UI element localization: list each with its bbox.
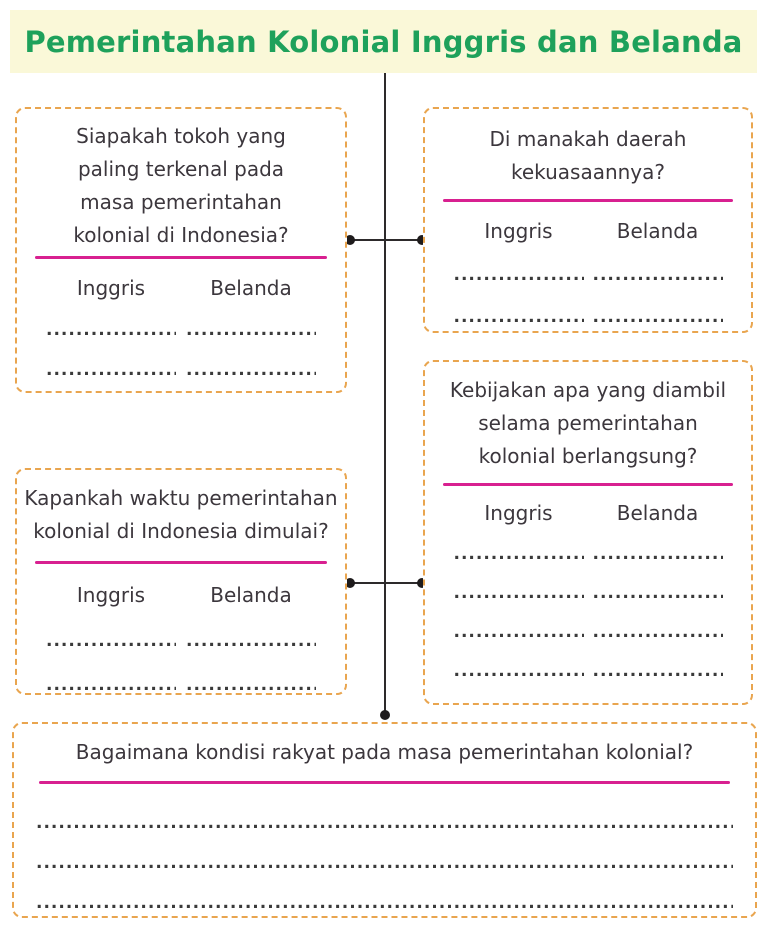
answer-blank: ...................................... <box>592 544 723 564</box>
column-header-inggris: Inggris <box>484 219 553 243</box>
question-text: Siapakah tokoh yang paling terkenal pada… <box>73 124 289 247</box>
answer-blank: ...................................... <box>592 622 723 642</box>
pink-divider-line <box>443 483 733 486</box>
answer-blank: ...................................... <box>453 265 584 285</box>
answer-blank: ...................................... <box>453 622 584 642</box>
column-header-inggris: Inggris <box>76 583 146 607</box>
column-header-belanda: Belanda <box>210 276 292 300</box>
question-text: Di manakah daerah kekuasaannya? <box>489 127 687 184</box>
answer-blank-full-width: ........................................… <box>36 813 733 833</box>
answer-columns: Inggris Belanda ........................… <box>425 501 751 681</box>
column-header-inggris: Inggris <box>484 501 553 525</box>
column-header-belanda: Belanda <box>210 583 292 607</box>
page-title: Pemerintahan Kolonial Inggris dan Beland… <box>24 24 743 59</box>
answer-blank: ...................................... <box>453 583 584 603</box>
question-box-kebijakan: Kebijakan apa yang diambil selama pemeri… <box>423 360 753 705</box>
answer-blank: ...................................... <box>46 675 176 695</box>
answer-blank: ...................................... <box>453 307 584 327</box>
question-box-tokoh: Siapakah tokoh yang paling terkenal pada… <box>15 107 347 393</box>
pink-divider-line <box>35 561 327 564</box>
answer-blank: ...................................... <box>186 675 316 695</box>
connector-line-top <box>348 239 424 241</box>
column-header-belanda: Belanda <box>616 219 699 243</box>
answer-blank: ...................................... <box>46 631 176 651</box>
column-header-belanda: Belanda <box>616 501 699 525</box>
question-box-daerah: Di manakah daerah kekuasaannya? Inggris … <box>423 107 753 333</box>
answer-columns: Inggris Belanda ........................… <box>17 276 345 380</box>
answer-blank-full-width: ........................................… <box>36 893 733 913</box>
answer-blank: ...................................... <box>592 307 723 327</box>
answer-blank: ...................................... <box>592 661 723 681</box>
connector-dot <box>417 578 427 588</box>
question-text: Bagaimana kondisi rakyat pada masa pemer… <box>75 740 694 764</box>
answer-columns: Inggris Belanda ........................… <box>17 583 345 695</box>
connector-line-middle <box>348 582 424 584</box>
pink-divider-line <box>39 781 730 784</box>
answer-blank-full-width: ........................................… <box>36 853 733 873</box>
answer-blank: ...................................... <box>46 320 176 340</box>
answer-blank: ...................................... <box>592 265 723 285</box>
answer-blank: ...................................... <box>186 320 316 340</box>
pink-divider-line <box>443 199 733 202</box>
question-box-kondisi: Bagaimana kondisi rakyat pada masa pemer… <box>12 722 757 918</box>
column-header-inggris: Inggris <box>76 276 146 300</box>
title-banner: Pemerintahan Kolonial Inggris dan Beland… <box>10 10 757 73</box>
connector-dot <box>345 578 355 588</box>
connector-dot <box>380 710 390 720</box>
pink-divider-line <box>35 256 327 259</box>
answer-columns: Inggris Belanda ........................… <box>425 219 751 327</box>
question-text: Kapankah waktu pemerintahan kolonial di … <box>24 486 338 543</box>
answer-blank: ...................................... <box>186 360 316 380</box>
answer-blank: ...................................... <box>186 631 316 651</box>
question-box-waktu: Kapankah waktu pemerintahan kolonial di … <box>15 468 347 695</box>
connector-dot <box>345 235 355 245</box>
center-connector-line <box>384 73 386 718</box>
question-text: Kebijakan apa yang diambil selama pemeri… <box>449 378 727 468</box>
connector-dot <box>417 235 427 245</box>
answer-blank: ...................................... <box>453 661 584 681</box>
answer-blank: ...................................... <box>592 583 723 603</box>
answer-blank: ...................................... <box>453 544 584 564</box>
answer-blank: ...................................... <box>46 360 176 380</box>
